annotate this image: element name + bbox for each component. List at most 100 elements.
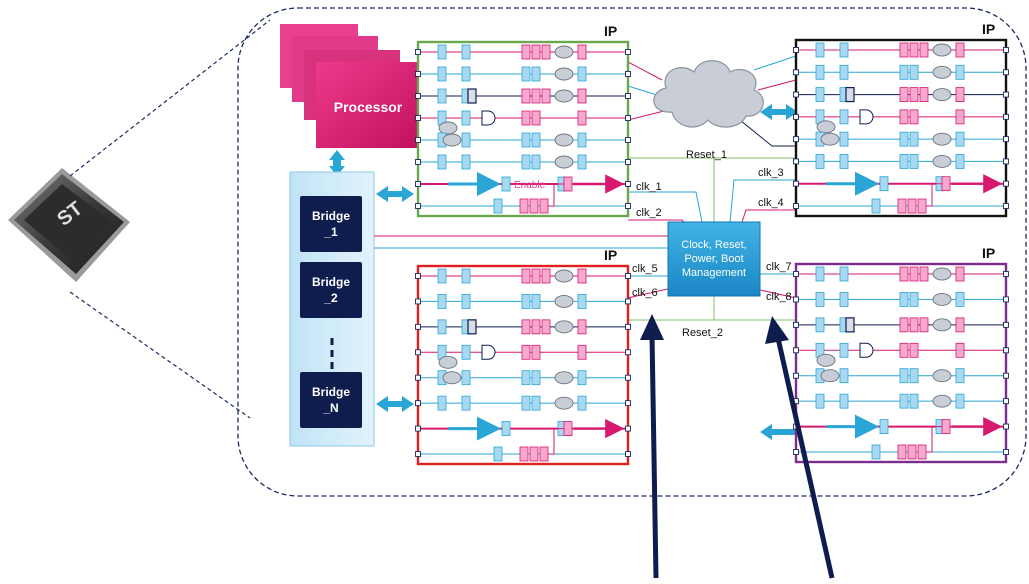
register-pink	[529, 198, 539, 214]
register-blue	[461, 395, 471, 411]
clock-label-3: clk_3	[758, 167, 784, 179]
logic-cloud	[932, 132, 952, 146]
logic-cloud	[442, 371, 462, 385]
register-pink	[521, 44, 531, 60]
port	[1003, 423, 1009, 430]
register-blue	[531, 132, 541, 148]
register-pink	[899, 266, 909, 282]
logic-cloud	[820, 132, 840, 146]
clock-label-7: clk_7	[766, 261, 792, 273]
port	[415, 159, 421, 165]
register-blue	[899, 131, 909, 147]
register-pink	[577, 268, 587, 284]
register-pink	[955, 317, 965, 333]
register-pink	[909, 109, 919, 125]
register-blue	[839, 266, 849, 282]
register-blue	[531, 66, 541, 82]
port	[415, 273, 421, 279]
port	[793, 296, 799, 303]
logic-cloud	[932, 43, 952, 57]
register-blue	[521, 66, 531, 82]
processor-label: Processor	[334, 99, 403, 115]
register-blue	[577, 370, 587, 386]
register-blue	[461, 44, 471, 60]
register-navy	[467, 88, 477, 104]
register-blue	[955, 64, 965, 80]
port	[415, 425, 421, 432]
signal-wire	[548, 183, 564, 207]
ip-label: IP	[604, 247, 617, 263]
register-blue	[461, 110, 471, 126]
register-blue	[815, 393, 825, 409]
bridge-box	[300, 196, 362, 252]
register-blue	[521, 294, 531, 309]
port	[1003, 203, 1009, 209]
port	[793, 91, 799, 98]
port	[625, 374, 631, 381]
pointer-arrow-icon	[640, 314, 664, 579]
logic-cloud	[554, 133, 574, 147]
port	[793, 321, 799, 328]
register-blue	[521, 154, 531, 170]
cloud-icon	[653, 60, 764, 128]
register-blue	[815, 154, 825, 169]
register-pink	[541, 268, 551, 284]
logic-cloud	[932, 154, 952, 168]
clock-label-6: clk_6	[632, 287, 658, 299]
register-blue	[909, 292, 919, 307]
port	[793, 136, 799, 143]
register-blue	[899, 368, 909, 384]
ip-block: IP	[415, 247, 631, 466]
bidirectional-arrow-icon	[376, 396, 414, 412]
register-blue	[839, 368, 849, 384]
port	[1003, 113, 1009, 120]
management-line-3: Management	[682, 267, 746, 279]
logic-gate	[859, 342, 874, 358]
register-navy	[845, 317, 855, 333]
register-pink	[529, 446, 539, 462]
register-blue	[839, 342, 849, 358]
register-pink	[909, 317, 919, 333]
register-blue	[521, 370, 531, 386]
port	[1003, 296, 1009, 303]
register-blue	[815, 292, 825, 307]
register-pink	[899, 317, 909, 333]
register-blue	[909, 131, 919, 147]
bridge-label: _2	[323, 291, 338, 305]
register-blue	[839, 154, 849, 169]
register-blue	[909, 64, 919, 80]
register-pink	[521, 344, 531, 360]
register-pink	[541, 44, 551, 60]
register-blue	[955, 368, 965, 384]
register-pink	[541, 319, 551, 335]
register-blue	[493, 198, 503, 214]
port	[415, 93, 421, 99]
register-pink	[909, 266, 919, 282]
register-pink	[897, 198, 907, 214]
bridge-label: Bridge	[312, 385, 350, 399]
register-pink	[521, 319, 531, 335]
logic-cloud	[554, 269, 574, 283]
register-blue	[437, 44, 447, 60]
register-blue	[955, 154, 965, 169]
port	[1003, 91, 1009, 98]
port	[415, 349, 421, 356]
register-pink	[531, 88, 541, 104]
register-pink	[531, 268, 541, 284]
register-blue	[899, 393, 909, 409]
port	[415, 323, 421, 330]
logic-cloud	[932, 267, 952, 281]
logic-cloud	[554, 371, 574, 385]
bridge-box	[300, 372, 362, 428]
register-blue	[437, 294, 447, 309]
port	[793, 449, 799, 455]
port	[793, 347, 799, 354]
soc-boundary	[237, 7, 1027, 497]
register-blue	[871, 444, 881, 460]
register-pink	[539, 446, 549, 462]
port	[625, 273, 631, 279]
port	[793, 158, 799, 165]
port	[625, 137, 631, 143]
port	[1003, 449, 1009, 455]
